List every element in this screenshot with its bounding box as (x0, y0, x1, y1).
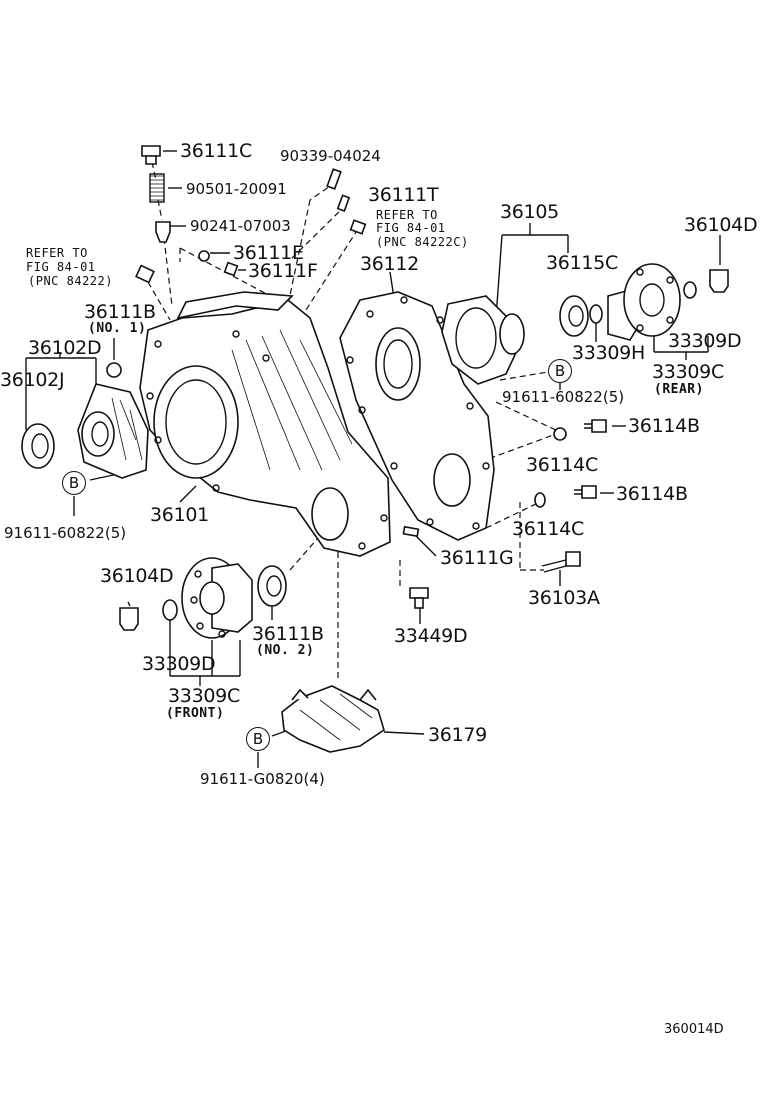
part-number-36111e: 36111E (233, 242, 304, 264)
part-number-36104d-front: 36104D (100, 565, 174, 587)
nut-36104d-rear (709, 269, 729, 293)
rear-cover-36112 (339, 291, 495, 541)
part-number-91611-g0820: 91611-G0820(4) (200, 770, 325, 788)
part-number-90241: 90241-07003 (190, 217, 291, 235)
retainer-36102d (77, 383, 149, 479)
pin-36111g (402, 525, 420, 538)
part-number-90501: 90501-20091 (186, 180, 287, 198)
oil-seal-36115c (559, 295, 589, 337)
part-number-36111c: 36111C (180, 140, 252, 162)
transfer-case-36101 (139, 291, 391, 557)
note-rear: (REAR) (654, 382, 704, 397)
part-number-36105: 36105 (500, 201, 559, 223)
part-number-36111g: 36111G (440, 547, 514, 569)
part-number-36112: 36112 (360, 253, 419, 275)
flange-rear-33309c (589, 263, 697, 341)
protector-36179 (281, 685, 385, 753)
part-number-36103a: 36103A (528, 587, 600, 609)
pin-36111t (336, 194, 351, 212)
part-number-36114b-upper: 36114B (628, 415, 700, 437)
bolt-36103a (541, 551, 581, 573)
part-number-36115c: 36115C (546, 252, 618, 274)
nut-36104d-front (119, 607, 139, 631)
part-number-36114c-upper: 36114C (526, 454, 598, 476)
pin-90339 (326, 168, 342, 190)
washer-33309d-front (162, 599, 178, 621)
bolt-36111c (141, 145, 161, 165)
part-number-33309c-front: 33309C (168, 685, 240, 707)
part-number-36111b-no1: 36111B (84, 301, 156, 323)
part-number-36114b-lower: 36114B (616, 483, 688, 505)
spring-90501 (149, 173, 165, 203)
part-number-36102d: 36102D (28, 337, 102, 359)
bolt-36114b-lower (534, 485, 597, 508)
bolt-33449d (409, 587, 429, 609)
part-number-36111t: 36111T (368, 184, 439, 206)
plug-36111e (198, 250, 210, 262)
part-number-33309d-rear: 33309D (668, 330, 742, 352)
part-number-36111b-no2: 36111B (252, 623, 324, 645)
part-number-36101: 36101 (150, 504, 209, 526)
retainer-36105 (441, 295, 525, 385)
flange-front-33309c (181, 557, 253, 639)
refer-note-right-line3: (PNC 84222C) (376, 235, 469, 249)
leader-lines (25, 150, 721, 768)
note-front: (FRONT) (166, 706, 225, 721)
nut-36111b-no1 (106, 362, 122, 378)
part-number-33449d: 33449D (394, 625, 468, 647)
oil-seal-36111b-no2 (257, 565, 287, 607)
part-number-36114c-lower: 36114C (512, 518, 584, 540)
refer-note-left-line3: (PNC 84222) (28, 274, 113, 288)
part-number-36102j: 36102J (0, 369, 65, 391)
diagram-code: 360014D (664, 1022, 724, 1037)
part-number-91611-60822-left: 91611-60822(5) (4, 524, 127, 542)
plug-90241 (155, 221, 171, 243)
refer-note-right-line1: REFER TO (376, 208, 438, 222)
note-no2: (NO. 2) (256, 643, 315, 658)
part-number-33309d-front: 33309D (142, 653, 216, 675)
bolt-36111t (349, 219, 367, 235)
reference-marker-b-bottom: B (246, 727, 270, 751)
part-number-36104d-rear: 36104D (684, 214, 758, 236)
bolt-36114b-upper (553, 419, 607, 441)
part-number-36179: 36179 (428, 724, 487, 746)
part-number-33309c-rear: 33309C (652, 361, 724, 383)
note-no1: (NO. 1) (88, 321, 147, 336)
part-number-91611-60822-right: 91611-60822(5) (502, 388, 625, 406)
reference-marker-b-left: B (62, 471, 86, 495)
plug-36111f (223, 261, 239, 277)
reference-marker-b-right: B (548, 359, 572, 383)
oil-seal-36102j (21, 423, 55, 469)
part-number-33309h: 33309H (572, 342, 645, 364)
refer-note-left-line1: REFER TO (26, 246, 88, 260)
refer-note-right-line2: FIG 84-01 (376, 221, 446, 235)
part-number-36111f: 36111F (248, 260, 318, 282)
part-number-90339: 90339-04024 (280, 147, 381, 165)
plug-left-refer (135, 264, 155, 284)
refer-note-left-line2: FIG 84-01 (26, 260, 96, 274)
